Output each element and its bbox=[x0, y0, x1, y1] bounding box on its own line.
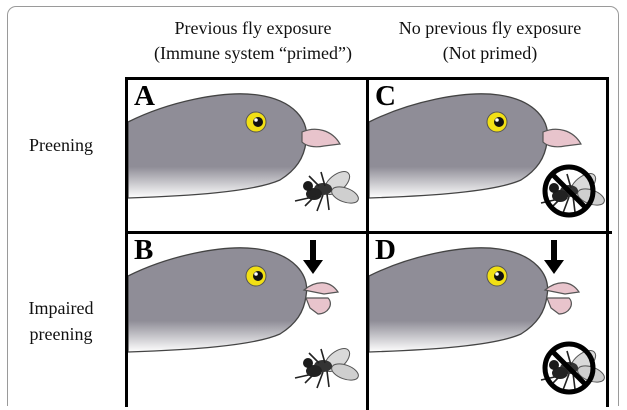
panel-letter-b: B bbox=[134, 234, 153, 266]
row-label-impaired-line1: Impaired bbox=[0, 295, 122, 321]
panel-b: B bbox=[128, 234, 366, 404]
panel-grid: A C B D bbox=[125, 77, 609, 407]
panel-letter-a: A bbox=[134, 80, 155, 112]
panel-a: A bbox=[128, 80, 366, 231]
panel-d: D bbox=[369, 234, 606, 404]
column-header-primed-line2: (Immune system “primed”) bbox=[128, 41, 378, 66]
column-header-not-primed-line2: (Not primed) bbox=[365, 41, 615, 66]
panel-letter-d: D bbox=[375, 234, 396, 266]
row-label-preening-line1: Preening bbox=[0, 132, 122, 158]
row-label-impaired-line2: preening bbox=[0, 321, 122, 347]
panel-c: C bbox=[369, 80, 606, 231]
row-label-impaired-preening: Impaired preening bbox=[0, 295, 122, 347]
column-header-primed: Previous fly exposure (Immune system “pr… bbox=[128, 16, 378, 66]
column-header-not-primed-line1: No previous fly exposure bbox=[365, 16, 615, 41]
panel-letter-c: C bbox=[375, 80, 396, 112]
row-label-preening: Preening bbox=[0, 132, 122, 158]
column-header-primed-line1: Previous fly exposure bbox=[128, 16, 378, 41]
column-header-not-primed: No previous fly exposure (Not primed) bbox=[365, 16, 615, 66]
